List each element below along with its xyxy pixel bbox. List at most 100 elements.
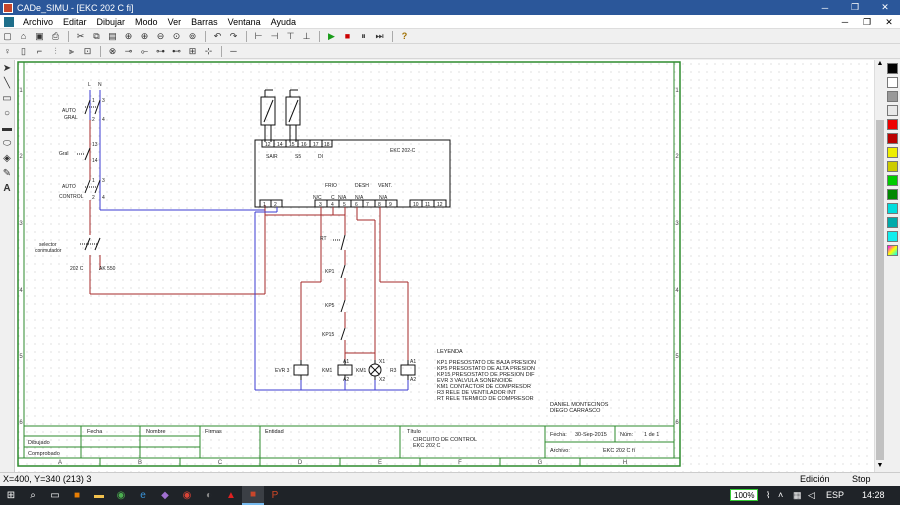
zoom-in-icon[interactable]: ⊕ <box>140 30 149 41</box>
color-swatch-yellow[interactable] <box>887 147 898 158</box>
contact-no-icon[interactable]: ⊸ <box>124 45 133 56</box>
color-swatch-light[interactable] <box>887 105 898 116</box>
color-swatch-darkgreen[interactable] <box>887 189 898 200</box>
color-swatch-darkred[interactable] <box>887 133 898 144</box>
stop-icon[interactable]: ■ <box>344 31 351 41</box>
undo-icon[interactable]: ↶ <box>213 30 222 41</box>
acrobat-icon[interactable]: ▲ <box>226 490 236 501</box>
search-icon[interactable]: ⌕ <box>30 490 36 501</box>
coil-icon[interactable]: ⊞ <box>188 45 197 56</box>
pause-icon[interactable]: ⏸ <box>361 30 366 41</box>
motor-icon[interactable]: ⊗ <box>108 45 117 56</box>
color-swatch-multi[interactable] <box>887 245 898 256</box>
zoom-window-icon[interactable]: ⊕ <box>124 30 133 41</box>
help-icon[interactable]: ? <box>401 31 408 41</box>
relay-icon[interactable]: ⊷ <box>172 45 181 56</box>
contact-nc-icon[interactable]: ⟜ <box>140 45 149 56</box>
copy-icon[interactable]: ⧉ <box>93 30 100 41</box>
three-phase-switch-icon[interactable]: ⫸ <box>68 45 75 56</box>
maximize-button[interactable]: ❐ <box>850 2 860 12</box>
align-right-icon[interactable]: ⊣ <box>270 30 279 41</box>
menu-modo[interactable]: Modo <box>135 16 158 27</box>
pushbutton-icon[interactable]: ⊶ <box>156 45 165 56</box>
zoom-fit-icon[interactable]: ⊙ <box>172 30 181 41</box>
line-tool-icon[interactable]: ╲ <box>3 77 11 89</box>
color-swatch-teal[interactable] <box>887 217 898 228</box>
play-icon[interactable]: ▶ <box>328 30 335 41</box>
color-swatch-green[interactable] <box>887 175 898 186</box>
scroll-thumb[interactable] <box>876 120 884 460</box>
scroll-down-icon[interactable]: ▼ <box>876 462 884 469</box>
network-icon[interactable]: ▦ <box>793 490 802 500</box>
clock[interactable]: 14:28 <box>862 490 885 500</box>
minimize-button[interactable]: ─ <box>821 2 829 13</box>
menu-archivo[interactable]: Archivo <box>23 16 54 27</box>
color-swatch-red[interactable] <box>887 119 898 130</box>
color-swatch-black[interactable] <box>887 63 898 74</box>
chrome-icon[interactable]: ◉ <box>182 490 192 501</box>
vertical-scrollbar[interactable]: ▲ ▼ <box>874 60 884 472</box>
chrome-icon[interactable]: ◉ <box>116 490 126 501</box>
select-arrow-icon[interactable]: ➤ <box>2 62 12 74</box>
rectangle-tool-icon[interactable]: ▭ <box>2 92 12 104</box>
zoom-out-icon[interactable]: ⊖ <box>156 30 165 41</box>
color-swatch-aqua[interactable] <box>887 231 898 242</box>
menu-dibujar[interactable]: Dibujar <box>96 16 126 27</box>
power-supply-icon[interactable]: ♀ <box>4 46 11 56</box>
zoom-all-icon[interactable]: ⊚ <box>188 30 197 41</box>
fill-bucket-icon[interactable]: ◈ <box>3 152 11 164</box>
redo-icon[interactable]: ↷ <box>229 30 238 41</box>
menu-ver[interactable]: Ver <box>167 16 182 27</box>
document-icon[interactable] <box>4 16 14 27</box>
menu-ayuda[interactable]: Ayuda <box>270 16 296 27</box>
circle-tool-icon[interactable]: ○ <box>3 107 11 119</box>
terminal-icon[interactable]: ⊹ <box>204 45 213 56</box>
app-icon[interactable]: ■ <box>73 490 81 501</box>
wire-icon[interactable]: ─ <box>230 46 237 56</box>
language-indicator[interactable]: ESP <box>826 490 845 500</box>
ellipse-tool-icon[interactable]: ⬭ <box>2 137 12 149</box>
volume-icon[interactable]: ◁ <box>808 490 815 500</box>
fuse-icon[interactable]: ▯ <box>21 45 26 56</box>
app-icon[interactable]: ◆ <box>161 490 169 501</box>
text-tool-icon[interactable]: A <box>3 182 11 194</box>
task-view-icon[interactable]: ▭ <box>50 490 60 501</box>
step-icon[interactable]: ⏭ <box>375 30 384 41</box>
wifi-icon[interactable]: ⌇ <box>766 490 771 500</box>
paste-icon[interactable]: ▤ <box>108 30 117 41</box>
align-top-icon[interactable]: ⊤ <box>286 30 295 41</box>
menu-editar[interactable]: Editar <box>63 16 87 27</box>
color-swatch-white[interactable] <box>887 77 898 88</box>
powerpoint-icon[interactable]: P <box>271 490 279 501</box>
align-left-icon[interactable]: ⊢ <box>254 30 263 41</box>
scroll-up-icon[interactable]: ▲ <box>876 60 884 67</box>
pen-tool-icon[interactable]: ✎ <box>2 167 12 179</box>
breaker-icon[interactable]: ⊡ <box>83 45 92 56</box>
windows-start-icon[interactable]: ⊞ <box>6 490 16 501</box>
switch-icon[interactable]: ⌐ <box>36 46 43 56</box>
close-button[interactable]: ✕ <box>881 2 889 12</box>
tray-expand-icon[interactable]: ˄ <box>778 490 784 500</box>
align-bottom-icon[interactable]: ⊥ <box>302 30 311 41</box>
doc-minimize-button[interactable]: ─ <box>841 17 849 27</box>
new-file-icon[interactable]: ▢ <box>3 30 12 41</box>
battery-indicator[interactable]: 100% <box>730 489 759 501</box>
multipole-switch-icon[interactable]: ⫶ <box>54 45 57 56</box>
save-icon[interactable]: ▣ <box>35 30 44 41</box>
open-folder-icon[interactable]: ⌂ <box>20 31 27 41</box>
print-icon[interactable]: ⎙ <box>51 30 60 41</box>
color-swatch-olive[interactable] <box>887 161 898 172</box>
drawing-canvas[interactable]: A B C D E F G H 1 2 3 4 5 6 1 2 3 4 5 6 <box>15 60 874 472</box>
app-icon[interactable]: ◐ <box>205 490 213 501</box>
doc-restore-button[interactable]: ❐ <box>862 16 872 27</box>
filled-rectangle-icon[interactable]: ▬ <box>2 122 12 134</box>
cut-icon[interactable]: ✂ <box>76 30 85 41</box>
doc-close-button[interactable]: ✕ <box>885 16 893 27</box>
file-explorer-icon[interactable]: ▬ <box>94 490 104 501</box>
menu-ventana[interactable]: Ventana <box>227 16 261 27</box>
edge-icon[interactable]: e <box>140 490 146 501</box>
cadesimu-taskbar-icon[interactable]: ■ <box>242 486 264 505</box>
color-swatch-cyan[interactable] <box>887 203 898 214</box>
color-swatch-gray[interactable] <box>887 91 898 102</box>
menu-barras[interactable]: Barras <box>191 16 218 27</box>
